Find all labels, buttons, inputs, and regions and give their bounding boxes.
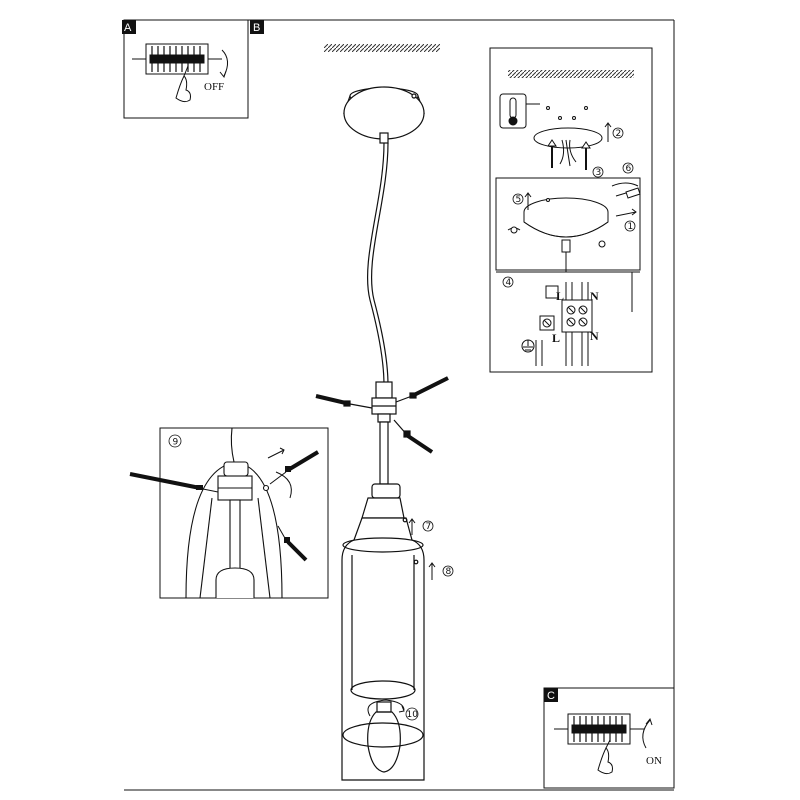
label-c-box xyxy=(544,688,558,702)
step-9: 9 xyxy=(168,434,182,448)
label-c: C xyxy=(547,690,555,702)
lamp-holder xyxy=(361,483,405,519)
ground-icon xyxy=(521,339,535,353)
svg-text:10: 10 xyxy=(407,710,419,720)
thermometer-icon xyxy=(499,93,540,129)
pendant-lamp xyxy=(315,44,449,781)
step-8: 8 xyxy=(442,565,454,577)
label-a: A xyxy=(124,22,132,34)
screwdriver-right xyxy=(395,376,449,403)
off-label: OFF xyxy=(204,81,224,93)
screwdriver-bottom xyxy=(393,419,434,454)
svg-text:4: 4 xyxy=(506,278,512,288)
svg-text:2: 2 xyxy=(616,129,622,139)
step-2: 2 xyxy=(604,122,624,142)
svg-text:6: 6 xyxy=(626,164,632,174)
stem xyxy=(379,421,389,485)
ceiling-hatch xyxy=(508,70,634,78)
label-l-bottom: L xyxy=(552,331,560,345)
cable xyxy=(366,142,385,386)
svg-text:3: 3 xyxy=(596,168,602,178)
step-7: 7 xyxy=(422,520,434,532)
svg-text:9: 9 xyxy=(173,438,179,448)
label-l-top: L xyxy=(556,289,564,303)
step-arrows-lamp xyxy=(367,518,436,717)
panel-step-9: 9 xyxy=(129,427,329,599)
rotate-arrow-icon xyxy=(221,49,228,77)
label-b-box xyxy=(250,20,264,34)
panel-breaker-off: A B OFF xyxy=(122,19,264,119)
svg-text:1: 1 xyxy=(628,222,634,232)
circuit-breaker-icon xyxy=(132,43,222,75)
terminal-block xyxy=(535,282,593,366)
circuit-breaker-icon xyxy=(554,713,644,745)
rotate-arrow-icon xyxy=(642,719,651,749)
on-label: ON xyxy=(646,755,662,767)
glass-shade xyxy=(341,517,425,781)
svg-text:7: 7 xyxy=(426,522,432,532)
panel-breaker-on: C ON xyxy=(543,687,675,789)
hand-icon xyxy=(597,739,613,775)
step-3: 3 xyxy=(592,166,604,178)
screwdriver-left xyxy=(315,394,373,409)
label-b: B xyxy=(253,22,260,34)
bulb xyxy=(367,701,401,773)
label-n-top: N xyxy=(590,289,599,303)
svg-text:5: 5 xyxy=(516,195,522,205)
step-4: 4 xyxy=(502,276,514,288)
label-a-box xyxy=(122,20,136,34)
panel-ceiling-mount: 2 3 5 6 xyxy=(489,47,653,373)
step-10: 10 xyxy=(405,707,419,721)
hand-icon xyxy=(175,65,191,103)
svg-text:8: 8 xyxy=(446,567,452,577)
label-n-bottom: N xyxy=(590,329,599,343)
ceiling-hatch xyxy=(324,44,440,52)
step-1: 1 xyxy=(615,208,637,232)
canopy xyxy=(343,86,425,144)
cable-gripper xyxy=(371,381,397,423)
step-5: 5 xyxy=(512,192,532,210)
step-6: 6 xyxy=(611,162,639,187)
